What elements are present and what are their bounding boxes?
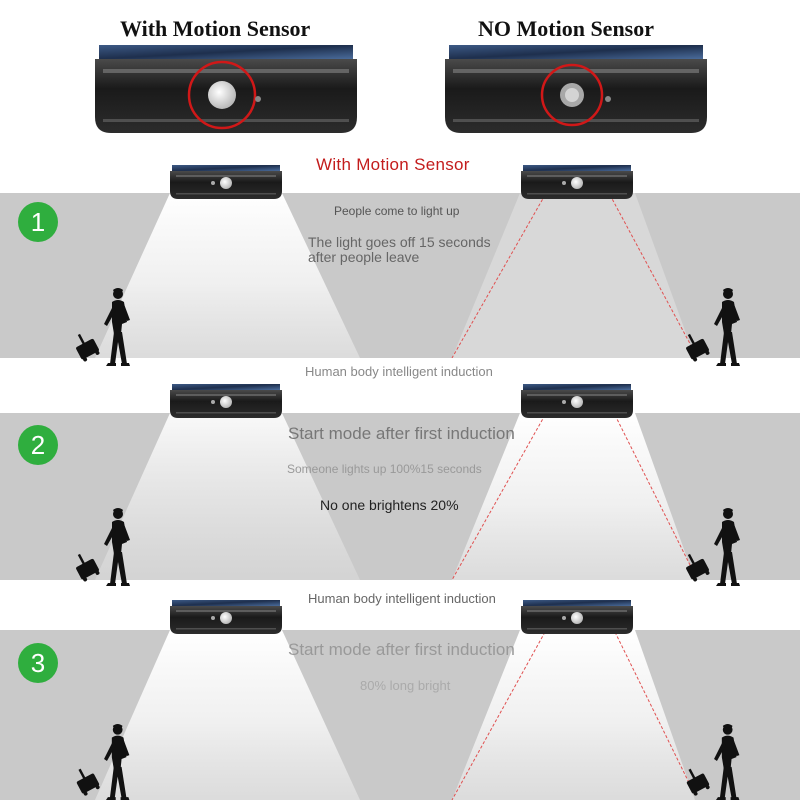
- light-beam-icon: [95, 413, 696, 580]
- solar-lamp-icon: [95, 45, 357, 133]
- person-with-suitcase-icon: [680, 286, 750, 366]
- mode-2-caption: Human body intelligent induction: [305, 364, 493, 379]
- section-title: With Motion Sensor: [316, 155, 470, 174]
- light-beam-icon: [95, 630, 696, 800]
- light-beam-icon: [95, 193, 696, 358]
- mode-1-text-3: after people leave: [308, 249, 420, 265]
- person-with-suitcase-icon: [70, 722, 140, 800]
- mode-3-text-2: 80% long bright: [360, 678, 451, 693]
- person-with-suitcase-icon: [70, 506, 140, 586]
- header-no-sensor: NO Motion Sensor: [478, 16, 654, 41]
- mode-1-panel: [0, 193, 800, 358]
- solar-lamp-icon: [170, 384, 282, 418]
- mode-1-text-1: People come to light up: [334, 204, 460, 218]
- mode-3-caption: Human body intelligent induction: [308, 591, 496, 606]
- solar-lamp-icon: [521, 165, 633, 199]
- mode-1-text-2: The light goes off 15 seconds: [308, 234, 491, 250]
- solar-lamp-icon: [521, 600, 633, 634]
- mode-1-badge: 1: [18, 202, 58, 242]
- person-with-suitcase-icon: [70, 286, 140, 366]
- solar-lamp-icon: [170, 165, 282, 199]
- mode-2-text-3: No one brightens 20%: [320, 497, 459, 513]
- mode-3-text-1: Start mode after first induction: [288, 640, 515, 659]
- pir-sensor-icon: [208, 81, 236, 109]
- solar-lamp-icon: [521, 384, 633, 418]
- header-with-sensor: With Motion Sensor: [120, 16, 311, 41]
- solar-lamp-icon: [445, 45, 707, 133]
- mode-2-panel: [0, 413, 800, 580]
- mode-2-text-1: Start mode after first induction: [288, 424, 515, 443]
- mode-2-text-2: Someone lights up 100%15 seconds: [287, 462, 482, 476]
- person-with-suitcase-icon: [680, 722, 750, 800]
- mode-2-badge: 2: [18, 425, 58, 465]
- mode-3-badge: 3: [18, 643, 58, 683]
- solar-lamp-icon: [170, 600, 282, 634]
- mode-3-panel: [0, 630, 800, 800]
- person-with-suitcase-icon: [680, 506, 750, 586]
